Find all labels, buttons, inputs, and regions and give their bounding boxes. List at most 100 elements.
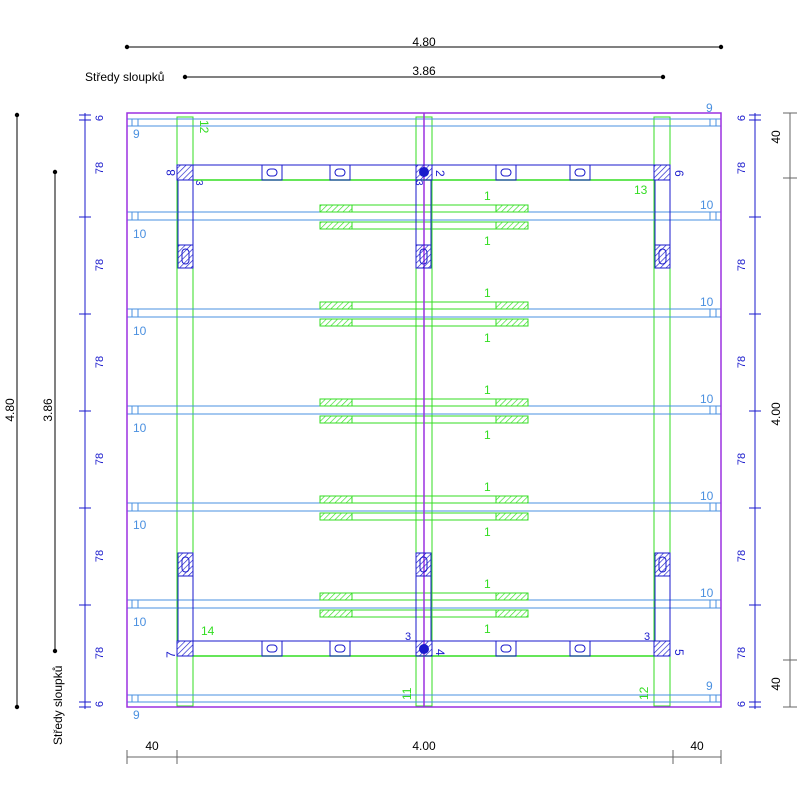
- label-joist: 1: [484, 189, 491, 203]
- label-beam: 10: [700, 489, 714, 503]
- label-post-5: 5: [672, 649, 686, 656]
- label-joist: 1: [484, 383, 491, 397]
- chain-right-3: 78: [736, 356, 748, 368]
- label-column-11: 11: [400, 687, 414, 700]
- bottom-frame-bracket: [329, 640, 351, 657]
- slot-icon: [419, 556, 428, 573]
- chain-left-0: 6: [94, 115, 106, 121]
- label-joist: 1: [484, 331, 491, 345]
- joist-pad: [495, 592, 529, 601]
- label-beam-edge-bottom-left: 9: [133, 708, 140, 722]
- label-post-7: 7: [164, 651, 178, 658]
- dim-right-top: 40: [769, 130, 783, 144]
- label-connector-4: 3: [644, 631, 650, 643]
- top-frame-bracket: [261, 164, 283, 181]
- top-frame-bracket: [569, 164, 591, 181]
- slot-icon: [181, 556, 190, 573]
- dim-bottom-left: 40: [145, 739, 159, 753]
- label-part-4: 4: [433, 649, 447, 656]
- joist-pad: [495, 609, 529, 618]
- label-beam: 10: [700, 295, 714, 309]
- label-beam: 10: [133, 324, 147, 338]
- slot-icon: [266, 168, 278, 177]
- chain-right-4: 78: [736, 453, 748, 465]
- chain-right-1: 78: [736, 162, 748, 174]
- label-beam-edge-top-left: 9: [133, 127, 140, 141]
- joist-pad: [495, 512, 529, 521]
- connector-node: [419, 644, 429, 654]
- bottom-frame-bracket: [569, 640, 591, 657]
- label-beam: 10: [700, 392, 714, 406]
- joist-pad: [319, 512, 353, 521]
- label-beam: 10: [700, 586, 714, 600]
- chain-left-6: 78: [94, 647, 106, 659]
- joist-pad: [319, 221, 353, 230]
- dim-left-centers-label: Středy sloupků: [51, 666, 65, 745]
- label-joist: 1: [484, 286, 491, 300]
- dim-bottom-center: 4.00: [412, 739, 436, 753]
- slot-icon: [181, 248, 190, 265]
- column-strip: [653, 116, 671, 707]
- slot-icon: [419, 248, 428, 265]
- top-frame-bracket: [495, 164, 517, 181]
- label-joist: 1: [484, 234, 491, 248]
- joist-pad: [495, 318, 529, 327]
- bottom-frame-bracket: [495, 640, 517, 657]
- joist-pad: [319, 301, 353, 310]
- label-post-6: 6: [672, 170, 686, 177]
- chain-right-6: 78: [736, 647, 748, 659]
- dim-right-center: 4.00: [769, 402, 783, 426]
- dim-dot: [124, 44, 130, 50]
- dim-bottom-right: 40: [690, 739, 704, 753]
- joist-pad: [495, 495, 529, 504]
- dim-top-centers-label: Středy sloupků: [85, 70, 164, 84]
- dim-top-overall: 4.80: [412, 35, 436, 49]
- slot-icon: [266, 644, 278, 653]
- slot-icon: [334, 168, 346, 177]
- label-beam-edge-top-right: 9: [706, 101, 713, 115]
- dim-top-centers: 3.86: [412, 64, 436, 78]
- chain-right-7: 6: [736, 701, 748, 707]
- bottom-frame-bracket: [261, 640, 283, 657]
- label-joist: 1: [484, 525, 491, 539]
- dim-dot: [182, 74, 188, 80]
- label-joist: 1: [484, 428, 491, 442]
- joist-pad: [495, 204, 529, 213]
- label-connector-2: 3: [413, 180, 424, 186]
- dim-right-bottom: 40: [769, 677, 783, 691]
- column-strip: [176, 116, 194, 707]
- chain-right-5: 78: [736, 550, 748, 562]
- slot-icon: [500, 168, 512, 177]
- label-corner-13: 13: [634, 183, 648, 197]
- top-frame-bracket: [329, 164, 351, 181]
- slot-icon: [658, 248, 667, 265]
- chain-left-3: 78: [94, 356, 106, 368]
- label-post-8: 8: [164, 169, 178, 176]
- chain-right-0: 6: [736, 115, 748, 121]
- label-beam: 10: [133, 421, 147, 435]
- joist-pad: [319, 398, 353, 407]
- joist-pad: [319, 495, 353, 504]
- label-joist: 1: [484, 622, 491, 636]
- joist-pad: [319, 415, 353, 424]
- dim-dot: [660, 74, 666, 80]
- dim-dot: [52, 169, 58, 175]
- joist-pad: [495, 415, 529, 424]
- dim-dot: [718, 44, 724, 50]
- chain-right-2: 78: [736, 259, 748, 271]
- label-beam: 10: [133, 615, 147, 629]
- slot-icon: [574, 644, 586, 653]
- slot-icon: [658, 556, 667, 573]
- joist-pad: [495, 301, 529, 310]
- label-beam-edge-bottom-right: 9: [706, 679, 713, 693]
- label-column-12-bottom: 12: [637, 686, 651, 700]
- chain-left-2: 78: [94, 259, 106, 271]
- label-beam: 10: [133, 518, 147, 532]
- dim-dot: [14, 704, 20, 710]
- dim-dot: [14, 112, 20, 118]
- chain-left-7: 6: [94, 701, 106, 707]
- joist-pad: [319, 318, 353, 327]
- joist-pad: [495, 398, 529, 407]
- connector-node: [419, 167, 429, 177]
